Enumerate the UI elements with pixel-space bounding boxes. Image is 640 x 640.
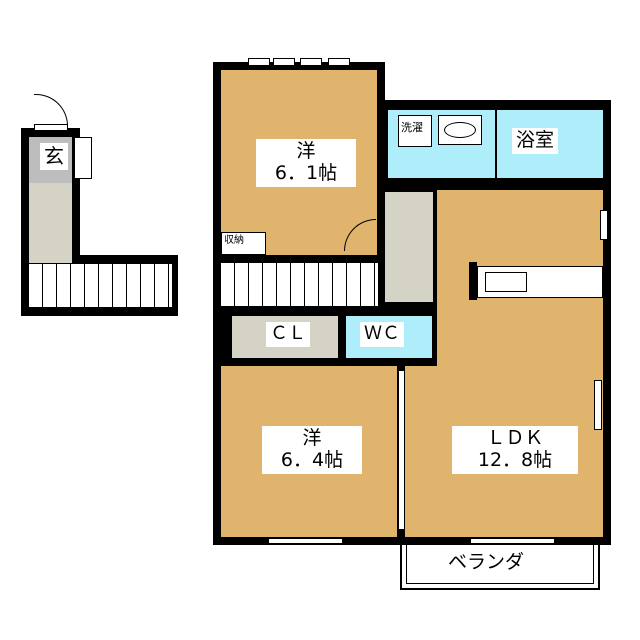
- window-top-2: [273, 58, 295, 66]
- storage-label: 収納: [224, 235, 244, 247]
- window-bottom-left: [268, 538, 343, 544]
- western-bottom-size: 6．4帖: [280, 448, 344, 471]
- main-stairs: [221, 262, 378, 307]
- western-top-name: 洋: [296, 140, 316, 162]
- hallway: [385, 192, 433, 302]
- window-ldk-right-lower: [594, 380, 602, 430]
- entrance-stairs: [29, 263, 172, 308]
- western-bottom-label: 洋 6．4帖: [262, 426, 362, 474]
- western-top-size: 6．1帖: [274, 161, 338, 184]
- closet-label: ＣＬ: [266, 322, 310, 347]
- bath-label: 浴室: [512, 128, 559, 154]
- balcony-label: ベランダ: [448, 551, 525, 573]
- window-ldk-right: [600, 210, 608, 240]
- sink: [485, 272, 527, 292]
- ldk-name: ＬＤＫ: [486, 427, 544, 449]
- balcony-inner: [406, 545, 594, 584]
- partition-door: [398, 370, 405, 530]
- washbasin-bowl: [444, 122, 476, 138]
- ldk-label: ＬＤＫ 12．8帖: [452, 426, 578, 474]
- entrance-door-swing: [34, 94, 68, 126]
- ldk-connector: [437, 300, 603, 370]
- wc-label: ＷＣ: [360, 322, 404, 347]
- western-top-label: 洋 6．1帖: [256, 139, 356, 187]
- window-bottom-ldk: [470, 538, 555, 544]
- ldk-size: 12．8帖: [477, 448, 553, 471]
- laundry-label: 洗濯: [401, 121, 423, 135]
- window-top-1: [248, 58, 270, 66]
- entrance-label: 玄: [40, 143, 68, 170]
- western-bottom-name: 洋: [302, 427, 322, 449]
- kitchen-wall: [469, 262, 477, 304]
- balcony: [400, 545, 600, 590]
- window-top-3: [300, 58, 322, 66]
- window-top-4: [328, 58, 350, 66]
- entrance-corridor: [29, 183, 72, 263]
- shoe-cabinet: [74, 137, 92, 179]
